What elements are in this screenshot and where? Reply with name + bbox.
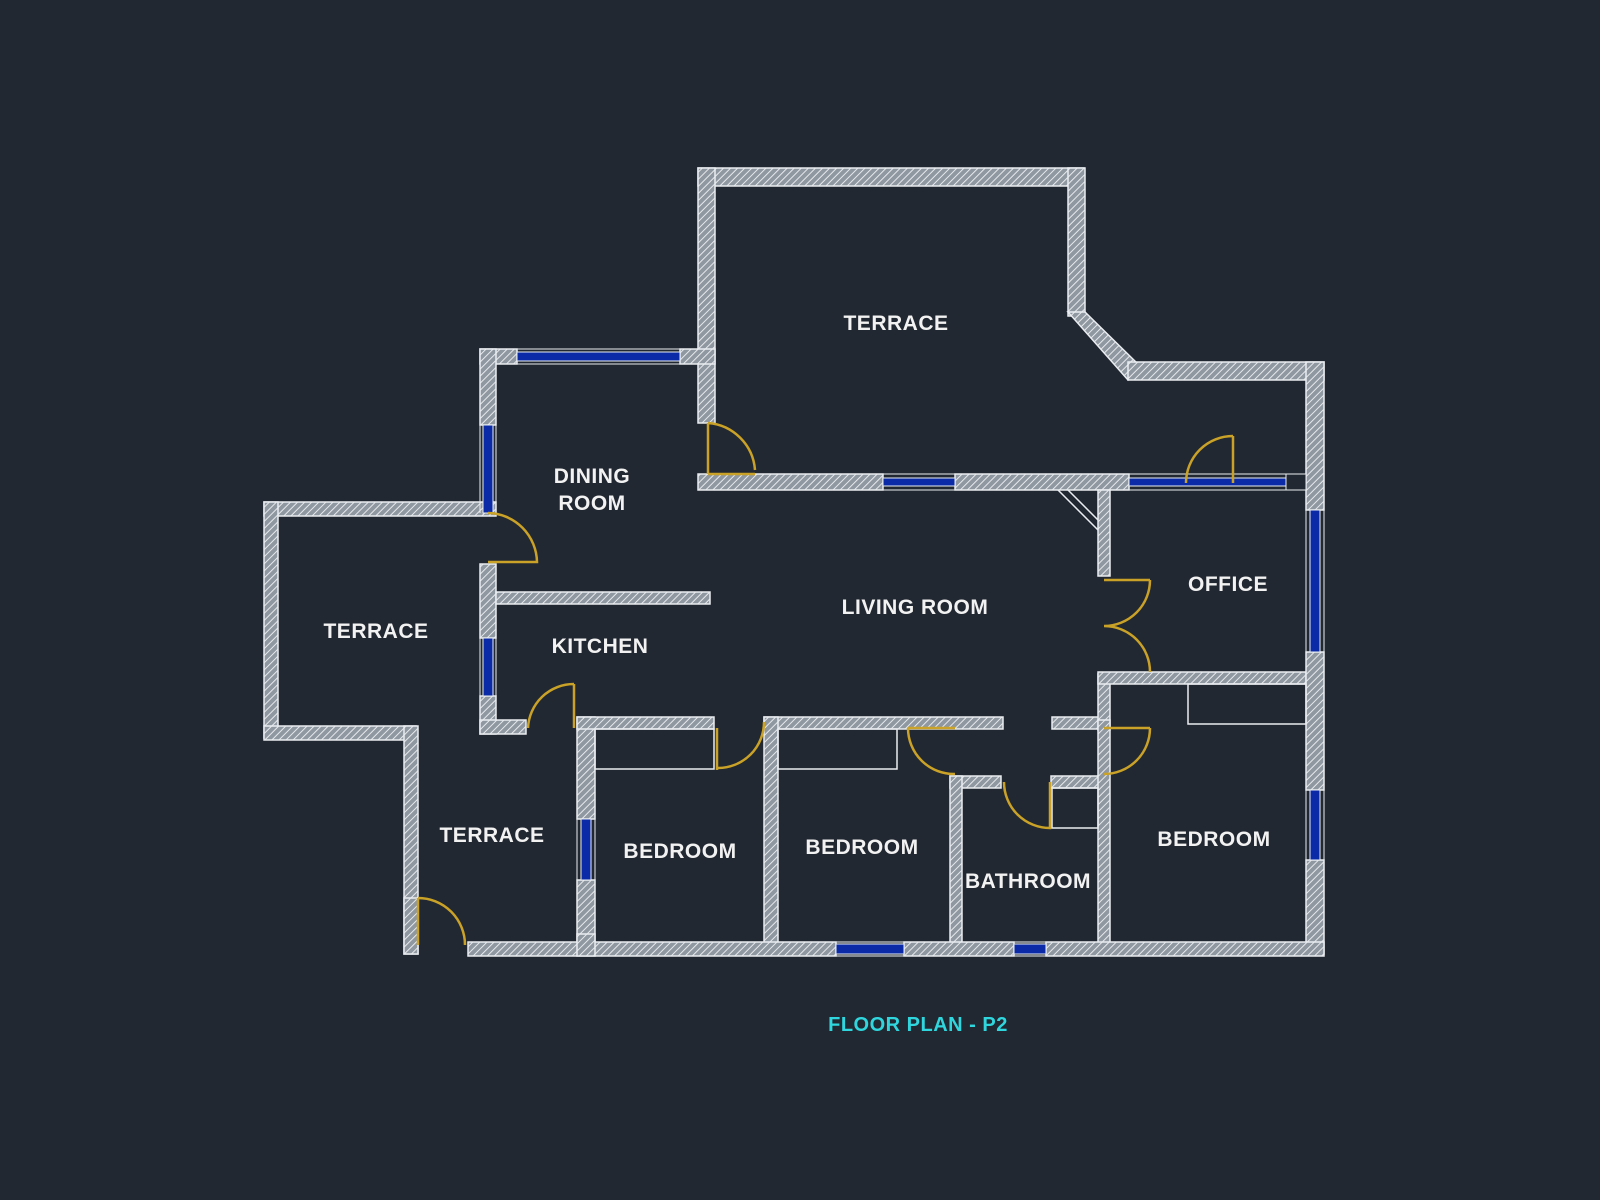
doors (416, 421, 1235, 946)
walls (263, 167, 1325, 957)
wall (1127, 361, 1325, 381)
door-swing (715, 721, 766, 770)
wall (263, 501, 279, 739)
wall (576, 716, 715, 730)
wall (1067, 167, 1086, 317)
wall (403, 897, 419, 955)
door-swing (1184, 434, 1235, 484)
door-swing (1103, 578, 1152, 673)
wall (576, 933, 596, 957)
window (835, 941, 905, 957)
wall (263, 725, 417, 741)
wall (763, 716, 779, 955)
wall (1305, 651, 1325, 791)
door-swing (1002, 781, 1052, 830)
drawing-title: FLOOR PLAN - P2 (828, 1014, 1008, 1036)
wall (1051, 716, 1105, 730)
wall (949, 775, 963, 955)
wall (697, 167, 716, 424)
wall (467, 941, 837, 957)
wall (679, 348, 716, 365)
wall (479, 719, 527, 735)
wardrobe (1187, 683, 1307, 725)
door-swing (526, 682, 576, 729)
wall (697, 473, 884, 491)
shower (1051, 787, 1099, 829)
window (1305, 509, 1325, 653)
room-label-dining-room-line2: ROOM (558, 492, 625, 515)
room-label-bathroom: BATHROOM (965, 870, 1091, 893)
wall (1050, 775, 1105, 789)
wall (903, 941, 1015, 957)
wall (1097, 671, 1307, 685)
room-labels: TERRACE DINING ROOM TERRACE LIVING ROOM … (323, 312, 1270, 893)
room-label-bedroom-3: BEDROOM (1157, 828, 1270, 851)
fixtures (594, 489, 1307, 829)
room-label-bedroom-1: BEDROOM (623, 840, 736, 863)
wall (1097, 489, 1111, 577)
wall (763, 716, 1004, 730)
windows (479, 348, 1325, 957)
wardrobe (777, 728, 898, 770)
door-swing (706, 421, 757, 476)
wall (1045, 941, 1325, 957)
window (516, 348, 681, 365)
door-swing (487, 511, 539, 564)
wall (263, 501, 497, 517)
wall (479, 563, 497, 639)
wardrobe (594, 728, 715, 770)
window (1128, 473, 1307, 491)
window (882, 473, 956, 491)
room-label-living-room: LIVING ROOM (842, 596, 989, 619)
room-label-kitchen: KITCHEN (552, 635, 649, 658)
window (576, 818, 596, 881)
wall (479, 348, 497, 426)
room-label-office: OFFICE (1188, 573, 1268, 596)
door-swing (906, 726, 956, 776)
room-label-terrace-north: TERRACE (843, 312, 948, 335)
wall (1097, 719, 1111, 955)
wall (495, 591, 711, 605)
door-swing (416, 896, 467, 946)
window (1305, 789, 1325, 861)
room-label-dining-room: DINING (554, 465, 631, 488)
room-label-bedroom-2: BEDROOM (805, 836, 918, 859)
room-label-terrace-west: TERRACE (323, 620, 428, 643)
door-brace (1057, 489, 1099, 531)
window (479, 637, 497, 697)
wall (954, 473, 1130, 491)
wall (1305, 361, 1325, 511)
wall (576, 716, 596, 820)
window (1013, 941, 1047, 957)
window (479, 424, 497, 514)
room-label-terrace-south: TERRACE (439, 824, 544, 847)
wall (1305, 859, 1325, 955)
door-swing (1103, 726, 1152, 776)
wall (697, 167, 1085, 187)
